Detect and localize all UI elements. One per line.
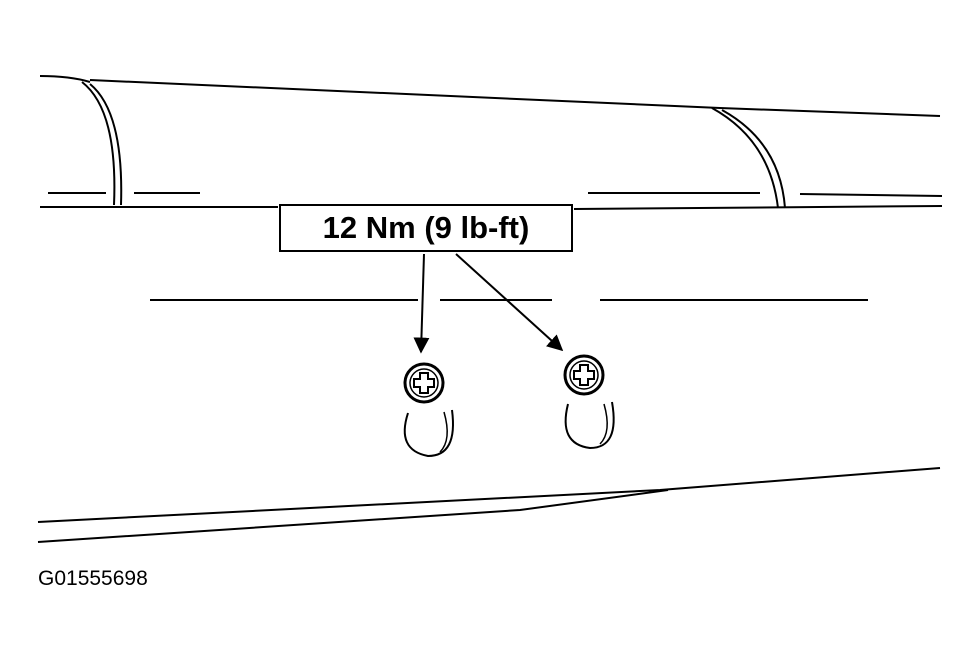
mounting-hole-left (403, 409, 454, 458)
leader-arrow-right (455, 253, 564, 352)
trim-line-right-lower (573, 205, 943, 210)
right-end-cap-inner (721, 109, 786, 209)
mounting-hole-left-inner (439, 411, 448, 453)
panel-top-edge (89, 79, 941, 117)
panel-top-edge-left (39, 75, 91, 83)
torque-spec-text: 12 Nm (9 lb-ft) (322, 210, 530, 245)
figure-id: G01555698 (38, 567, 148, 590)
trim-line-right-upper-2 (799, 193, 943, 197)
torque-spec-callout: 12 Nm (9 lb-ft) (279, 204, 573, 252)
panel-bottom-edge-upper (37, 467, 941, 523)
left-end-cap-inner (89, 83, 123, 206)
leader-arrow-left (413, 253, 430, 354)
left-end-cap (81, 81, 116, 206)
mounting-hole-right-inner (599, 403, 608, 445)
panel-bottom-edge-lower (37, 489, 669, 543)
phillips-screw-icon (403, 362, 445, 404)
mounting-hole-right (564, 401, 615, 450)
phillips-screw-icon (563, 354, 605, 396)
right-end-cap (711, 107, 779, 209)
